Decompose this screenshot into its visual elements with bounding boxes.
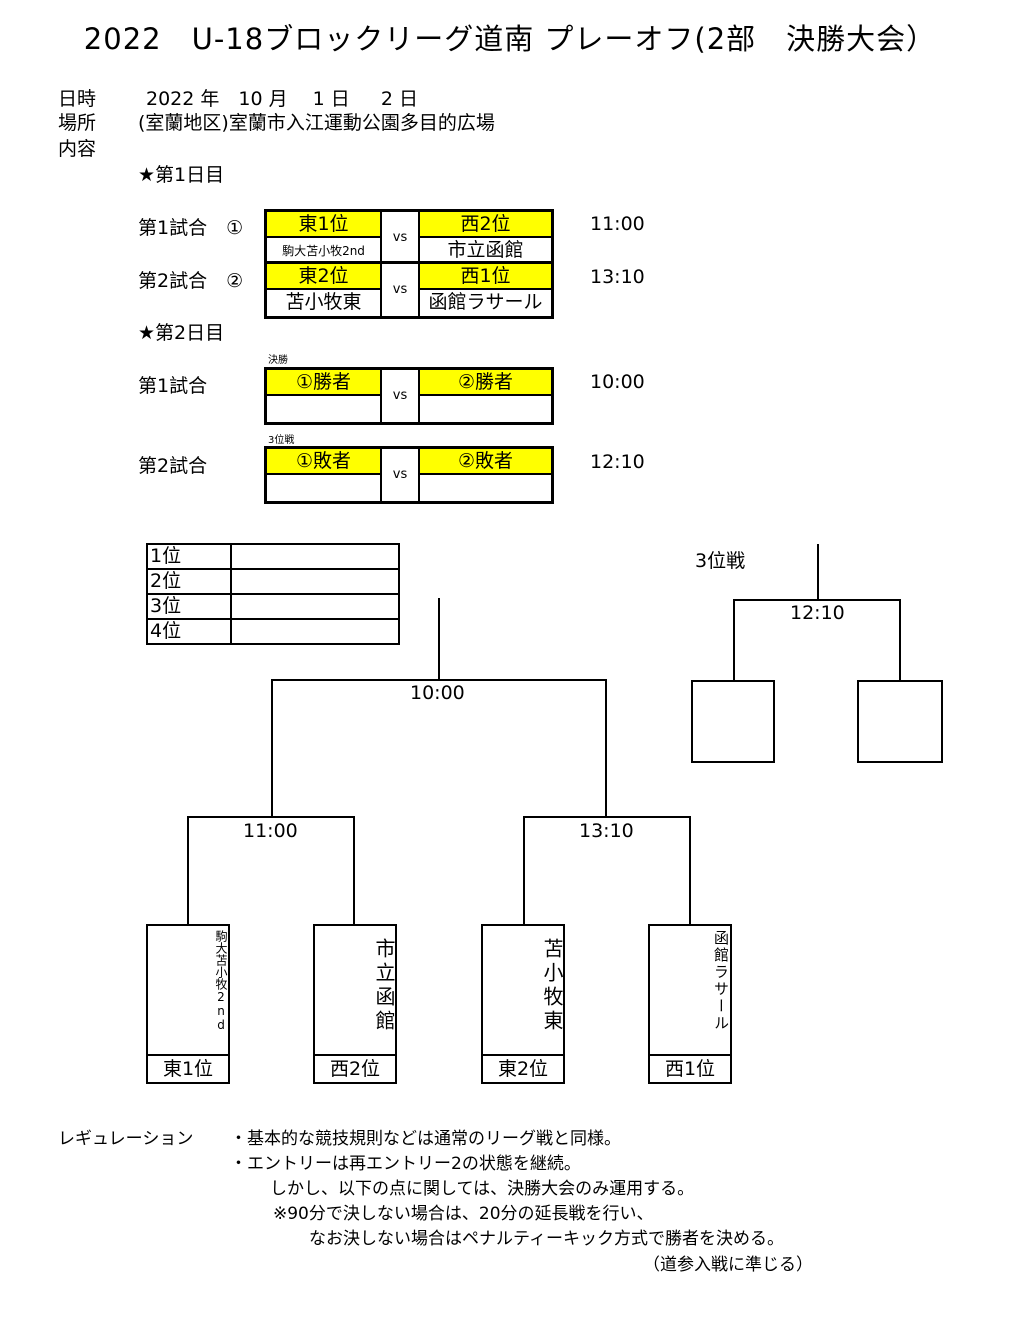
day1-match1-away-rank: 西2位 [420, 212, 551, 238]
bracket-semi2-bar [523, 816, 691, 818]
regulation-line: なお決しない場合はペナルティーキック方式で勝者を決める。 [309, 1229, 784, 1249]
ranking-table: 1位 2位 3位 4位 [146, 543, 400, 645]
regulation-line: ・基本的な競技規則などは通常のリーグ戦と同様。 [230, 1129, 621, 1149]
day1-match2-home-rank: 東2位 [267, 264, 382, 290]
regulation-label: レギュレーション [58, 1129, 194, 1149]
bracket-team-4: 函館ラサール 西1位 [648, 924, 732, 1084]
bracket-team-3: 苫小牧東 東2位 [481, 924, 565, 1084]
place-value: (室蘭地区)室蘭市入江運動公園多目的広場 [138, 112, 495, 134]
bracket-final-stem [438, 598, 440, 680]
day2-match1-label: 第1試合 [138, 375, 208, 397]
bracket-team-3-rank: 東2位 [483, 1054, 563, 1082]
day1-match1-away-team: 市立函館 [447, 239, 524, 261]
day2-match1-vs: vs [382, 370, 420, 422]
bracket-team-1: 駒大苫小牧2nd 東1位 [146, 924, 230, 1084]
third-time: 12:10 [790, 602, 845, 624]
ranking-row: 1位 [146, 543, 400, 570]
ranking-row: 3位 [146, 593, 400, 620]
regulation-line: ・エントリーは再エントリー2の状態を継続。 [230, 1154, 581, 1174]
day1-match1-home-team: 駒大苫小牧2nd [267, 238, 382, 264]
day1-match2-away-rank: 西1位 [420, 264, 551, 290]
date-value: 2022 年 10 月 1 日 2 日 [146, 88, 418, 110]
bracket-semi1-left [187, 816, 189, 926]
content-label: 内容 [58, 138, 97, 160]
third-bar [733, 599, 901, 601]
bracket-team-4-rank: 西1位 [650, 1054, 730, 1082]
ranking-value [230, 593, 400, 620]
day2-heading: ★第2日目 [138, 322, 225, 344]
day1-match1-vs: vs [382, 212, 420, 264]
day2-match1-home: ①勝者 [267, 370, 382, 396]
ranking-label: 2位 [146, 568, 232, 595]
ranking-label: 1位 [146, 543, 232, 570]
bracket-semi1-bar [187, 816, 355, 818]
bracket-final-time: 10:00 [410, 682, 465, 704]
day1-match2-label: 第2試合 ② [138, 270, 244, 292]
ranking-value [230, 618, 400, 645]
third-right [899, 599, 901, 681]
day2-match1-away-empty [420, 396, 551, 422]
ranking-label: 4位 [146, 618, 232, 645]
bracket-semi1-time: 11:00 [243, 820, 298, 842]
bracket-final-bar [271, 679, 607, 681]
day1-match2-box: 東2位 苫小牧東 vs 西1位 函館ラサール [264, 261, 554, 319]
bracket-semi2-right [689, 816, 691, 926]
third-team-box-right [857, 680, 943, 763]
bracket-team-2-rank: 西2位 [315, 1054, 395, 1082]
day2-match2-home-empty [267, 475, 382, 501]
third-stem [817, 544, 819, 600]
day1-match2-away-team: 函館ラサール [428, 291, 543, 313]
bracket-semi1-right [353, 816, 355, 926]
day2-match2-away-empty [420, 475, 551, 501]
third-team-box-left [691, 680, 775, 763]
ranking-label: 3位 [146, 593, 232, 620]
ranking-row: 4位 [146, 618, 400, 645]
day2-match2-away: ②敗者 [420, 449, 551, 475]
day2-match1-away: ②勝者 [420, 370, 551, 396]
ranking-value [230, 568, 400, 595]
bracket-team-3-name: 苫小牧東 [540, 938, 564, 1034]
day2-match2-vs: vs [382, 449, 420, 501]
day2-match2-note: 3位戦 [268, 435, 295, 446]
ranking-row: 2位 [146, 568, 400, 595]
regulation-line: （道参入戦に準じる） [643, 1255, 813, 1275]
bracket-team-2: 市立函館 西2位 [313, 924, 397, 1084]
bracket-final-left [271, 679, 273, 817]
day2-match1-note: 決勝 [268, 355, 288, 366]
date-label: 日時 [58, 88, 97, 110]
day1-match2-home-team: 苫小牧東 [267, 290, 382, 316]
day2-match1-box: ①勝者 vs ②勝者 [264, 367, 554, 425]
day1-match1-home-rank: 東1位 [267, 212, 382, 238]
third-place-label: 3位戦 [695, 550, 746, 572]
bracket-team-2-name: 市立函館 [372, 938, 396, 1034]
day2-match2-label: 第2試合 [138, 455, 208, 477]
regulation-line: しかし、以下の点に関しては、決勝大会のみ運用する。 [270, 1179, 695, 1199]
day1-match1-label: 第1試合 ① [138, 217, 244, 239]
day2-match2-time: 12:10 [590, 451, 645, 473]
day2-match1-home-empty [267, 396, 382, 422]
day1-match2-time: 13:10 [590, 266, 645, 288]
third-left [733, 599, 735, 681]
day1-heading: ★第1日目 [138, 164, 225, 186]
bracket-semi2-time: 13:10 [579, 820, 634, 842]
regulation-line: ※90分で決しない場合は、20分の延長戦を行い、 [273, 1204, 654, 1224]
ranking-value [230, 543, 400, 570]
page-title: 2022 U-18ブロックリーグ道南 プレーオフ(2部 決勝大会） [83, 22, 937, 56]
day1-match2-vs: vs [382, 264, 420, 316]
bracket-team-4-name: 函館ラサール [712, 930, 730, 1032]
bracket-final-right [605, 679, 607, 817]
day1-match1-box: 東1位 駒大苫小牧2nd vs 西2位 市立函館 [264, 209, 554, 267]
bracket-team-1-rank: 東1位 [148, 1054, 228, 1082]
day1-match1-time: 11:00 [590, 213, 645, 235]
bracket-semi2-left [523, 816, 525, 926]
bracket-team-1-name: 駒大苫小牧2nd [214, 930, 228, 1032]
day2-match1-time: 10:00 [590, 371, 645, 393]
day2-match2-box: ①敗者 vs ②敗者 [264, 446, 554, 504]
day2-match2-home: ①敗者 [267, 449, 382, 475]
place-label: 場所 [58, 112, 97, 134]
